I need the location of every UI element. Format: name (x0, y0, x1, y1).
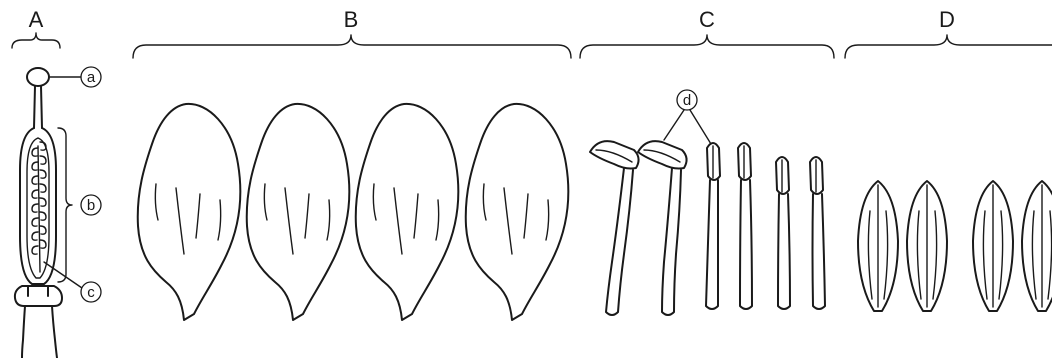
brace-b (133, 35, 571, 58)
stamen (590, 141, 639, 315)
receptacle (15, 286, 62, 306)
petals (138, 104, 569, 320)
stigma (27, 68, 49, 86)
brace-d (845, 35, 1052, 58)
group-label-c: C (699, 7, 715, 32)
petal (247, 104, 350, 320)
stamen (738, 143, 752, 309)
pistil-drawing (15, 68, 62, 358)
stamen (810, 157, 825, 309)
sepal (858, 181, 898, 311)
petal (138, 104, 241, 320)
stamens (590, 141, 825, 315)
sepal (1022, 181, 1052, 311)
ovules (32, 142, 46, 272)
callout-brace-b (58, 128, 72, 282)
petal (356, 104, 459, 320)
sepal (973, 181, 1013, 311)
group-label-d: D (939, 7, 955, 32)
stamen (638, 141, 687, 315)
callout-label-a: a (87, 69, 96, 86)
sepal (907, 181, 947, 311)
callout-label-d: d (683, 92, 691, 109)
group-label-b: B (344, 7, 359, 32)
callout-lines-d (664, 110, 711, 144)
stamen (706, 143, 720, 309)
pedicel (22, 306, 57, 358)
brace-a (12, 33, 60, 48)
stamen (776, 157, 790, 309)
callout-label-b: b (87, 197, 95, 214)
group-label-a: A (29, 7, 44, 32)
sepals (858, 181, 1052, 311)
brace-c (580, 35, 834, 58)
callout-label-c: c (87, 284, 95, 301)
petal (466, 104, 569, 320)
style (34, 86, 42, 128)
